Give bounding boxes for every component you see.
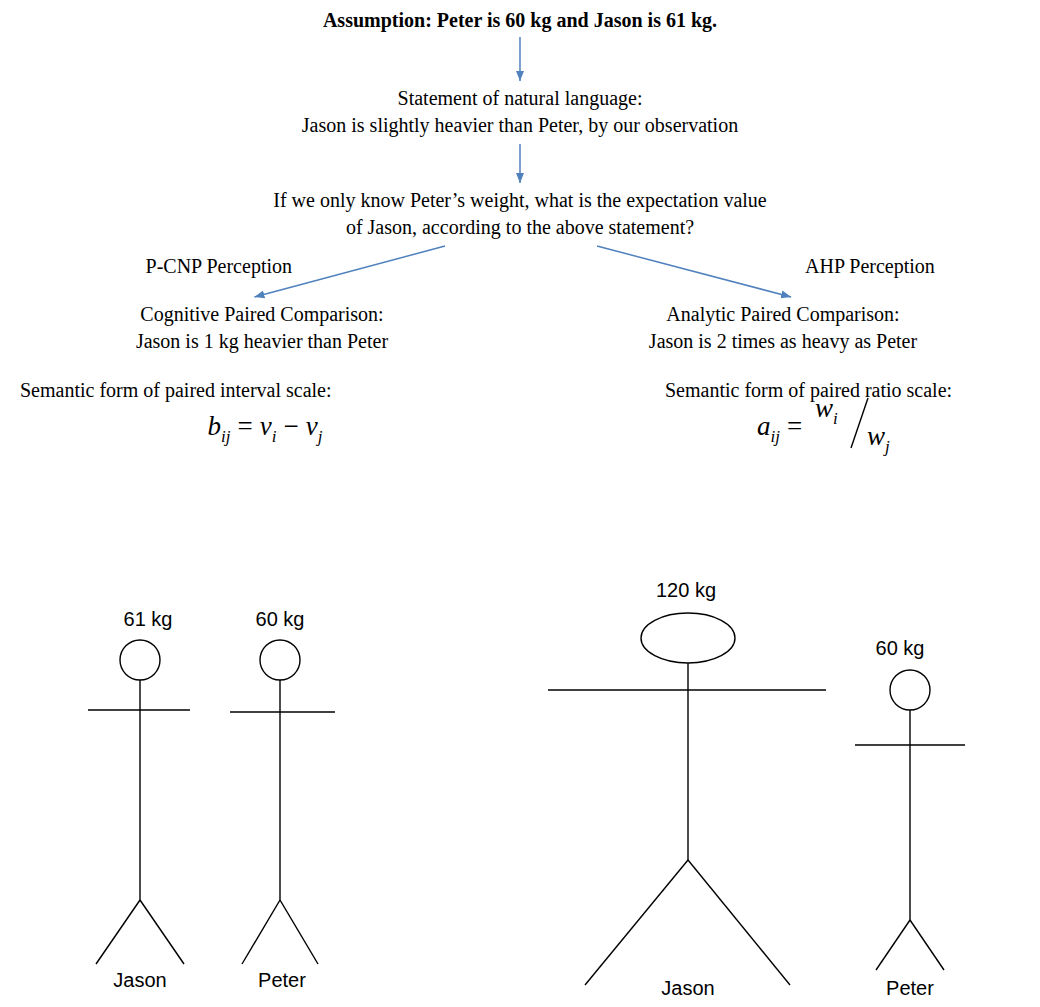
figure-leg bbox=[242, 900, 280, 964]
person-name: Peter bbox=[886, 976, 934, 1000]
comparison-heading: Cognitive Paired Comparison: bbox=[136, 301, 388, 328]
statement-heading: Statement of natural language: bbox=[302, 85, 738, 112]
formula-symbol: v bbox=[260, 411, 272, 441]
formula-subscript: ij bbox=[221, 427, 230, 446]
formula-subscript: j bbox=[318, 427, 323, 446]
statement-text: Jason is slightly heavier than Peter, by… bbox=[302, 112, 738, 139]
weight-label: 120 kg bbox=[656, 578, 716, 602]
figure-head bbox=[890, 670, 930, 710]
question-text: If we only know Peter’s weight, what is … bbox=[270, 187, 770, 241]
figure-arms bbox=[88, 709, 190, 710]
peter-interval-figure bbox=[230, 640, 335, 964]
flow-arrow bbox=[519, 37, 521, 81]
figure-body bbox=[279, 680, 280, 900]
figure-leg bbox=[688, 860, 790, 985]
text-node: If we only know Peter’s weight, what is … bbox=[270, 187, 770, 241]
formula-subscript: i bbox=[833, 409, 838, 428]
figure-body bbox=[909, 710, 910, 920]
person-name: Jason bbox=[661, 976, 714, 1000]
person-name: Peter bbox=[258, 968, 306, 992]
figure-leg bbox=[280, 900, 318, 964]
formula: wj bbox=[867, 420, 890, 463]
figure-leg bbox=[585, 860, 688, 985]
formula-symbol: b bbox=[208, 411, 222, 441]
formula: bij=vi−vj bbox=[208, 410, 323, 453]
formula-symbol: w bbox=[867, 421, 885, 451]
comparison-text: Jason is 2 times as heavy as Peter bbox=[649, 328, 917, 355]
figure-body bbox=[139, 680, 140, 900]
text-node: Assumption: Peter is 60 kg and Jason is … bbox=[323, 8, 717, 32]
formula-operator: = bbox=[787, 411, 802, 441]
formula: aij = bbox=[757, 410, 809, 453]
formula-symbol: v bbox=[306, 411, 318, 441]
figure-head bbox=[120, 640, 160, 680]
figure-leg bbox=[140, 900, 184, 964]
assumption-text: Assumption: Peter is 60 kg and Jason is … bbox=[323, 8, 717, 32]
figure-leg bbox=[876, 920, 910, 970]
jason-ratio-figure bbox=[548, 613, 826, 985]
formula-symbol: a bbox=[757, 411, 771, 441]
flow-arrow bbox=[597, 246, 791, 297]
figure-body bbox=[687, 663, 688, 860]
text-node: Cognitive Paired Comparison:Jason is 1 k… bbox=[136, 301, 388, 355]
comparison-heading: Analytic Paired Comparison: bbox=[649, 301, 917, 328]
figure-arms bbox=[230, 711, 335, 712]
formula-operator: = bbox=[238, 411, 253, 441]
flow-arrow bbox=[519, 144, 521, 183]
figure-head bbox=[260, 640, 300, 680]
edge-label: AHP Perception bbox=[805, 254, 935, 278]
weight-label: 60 kg bbox=[876, 636, 925, 660]
figure-arms bbox=[548, 689, 826, 690]
text-node: Statement of natural language:Jason is s… bbox=[302, 85, 738, 139]
formula-operator: − bbox=[283, 411, 298, 441]
edge-label: P-CNP Perception bbox=[146, 254, 292, 278]
scale-heading: Semantic form of paired interval scale: bbox=[20, 378, 332, 402]
weight-label: 61 kg bbox=[124, 607, 173, 631]
figure-leg bbox=[96, 900, 140, 964]
scale-heading: Semantic form of paired ratio scale: bbox=[665, 378, 952, 402]
figure-leg bbox=[910, 920, 944, 970]
formula-subscript: i bbox=[272, 427, 277, 446]
peter-ratio-figure bbox=[855, 670, 965, 970]
weight-label: 60 kg bbox=[256, 607, 305, 631]
jason-interval-figure bbox=[88, 640, 190, 964]
comparison-text: Jason is 1 kg heavier than Peter bbox=[136, 328, 388, 355]
fraction-slash bbox=[851, 398, 868, 448]
person-name: Jason bbox=[113, 968, 166, 992]
formula-subscript: j bbox=[885, 437, 890, 456]
text-node: Analytic Paired Comparison:Jason is 2 ti… bbox=[649, 301, 917, 355]
figure-head bbox=[641, 613, 735, 663]
formula-subscript: ij bbox=[771, 427, 780, 446]
